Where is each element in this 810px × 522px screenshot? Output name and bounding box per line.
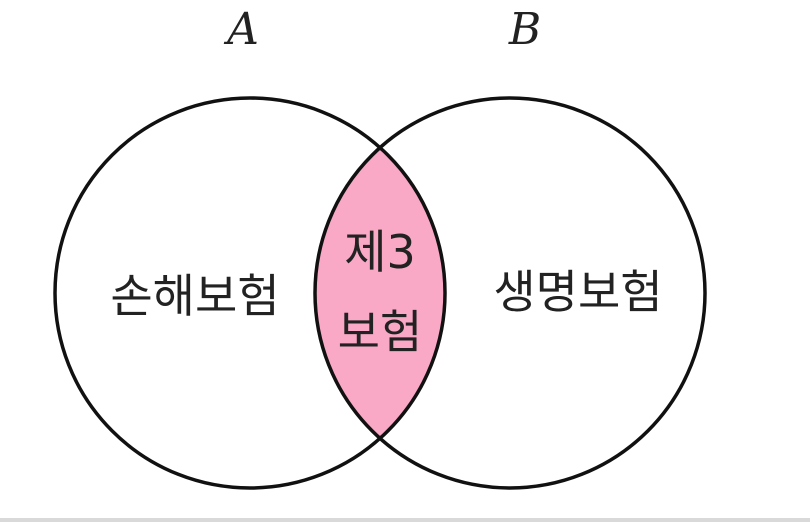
region-a-only-label: 손해보험: [110, 269, 279, 323]
set-b-circle: [313, 96, 707, 490]
intersection-region: [315, 98, 445, 488]
set-a-circle: [53, 96, 447, 490]
intersection-label-line2: 보험: [338, 305, 423, 359]
set-b-label: B: [508, 4, 541, 55]
intersection-label-line1: 제3: [344, 225, 416, 279]
region-b-only-label: 생명보험: [493, 265, 662, 319]
bottom-divider: [0, 518, 810, 522]
set-a-label: A: [223, 4, 259, 55]
